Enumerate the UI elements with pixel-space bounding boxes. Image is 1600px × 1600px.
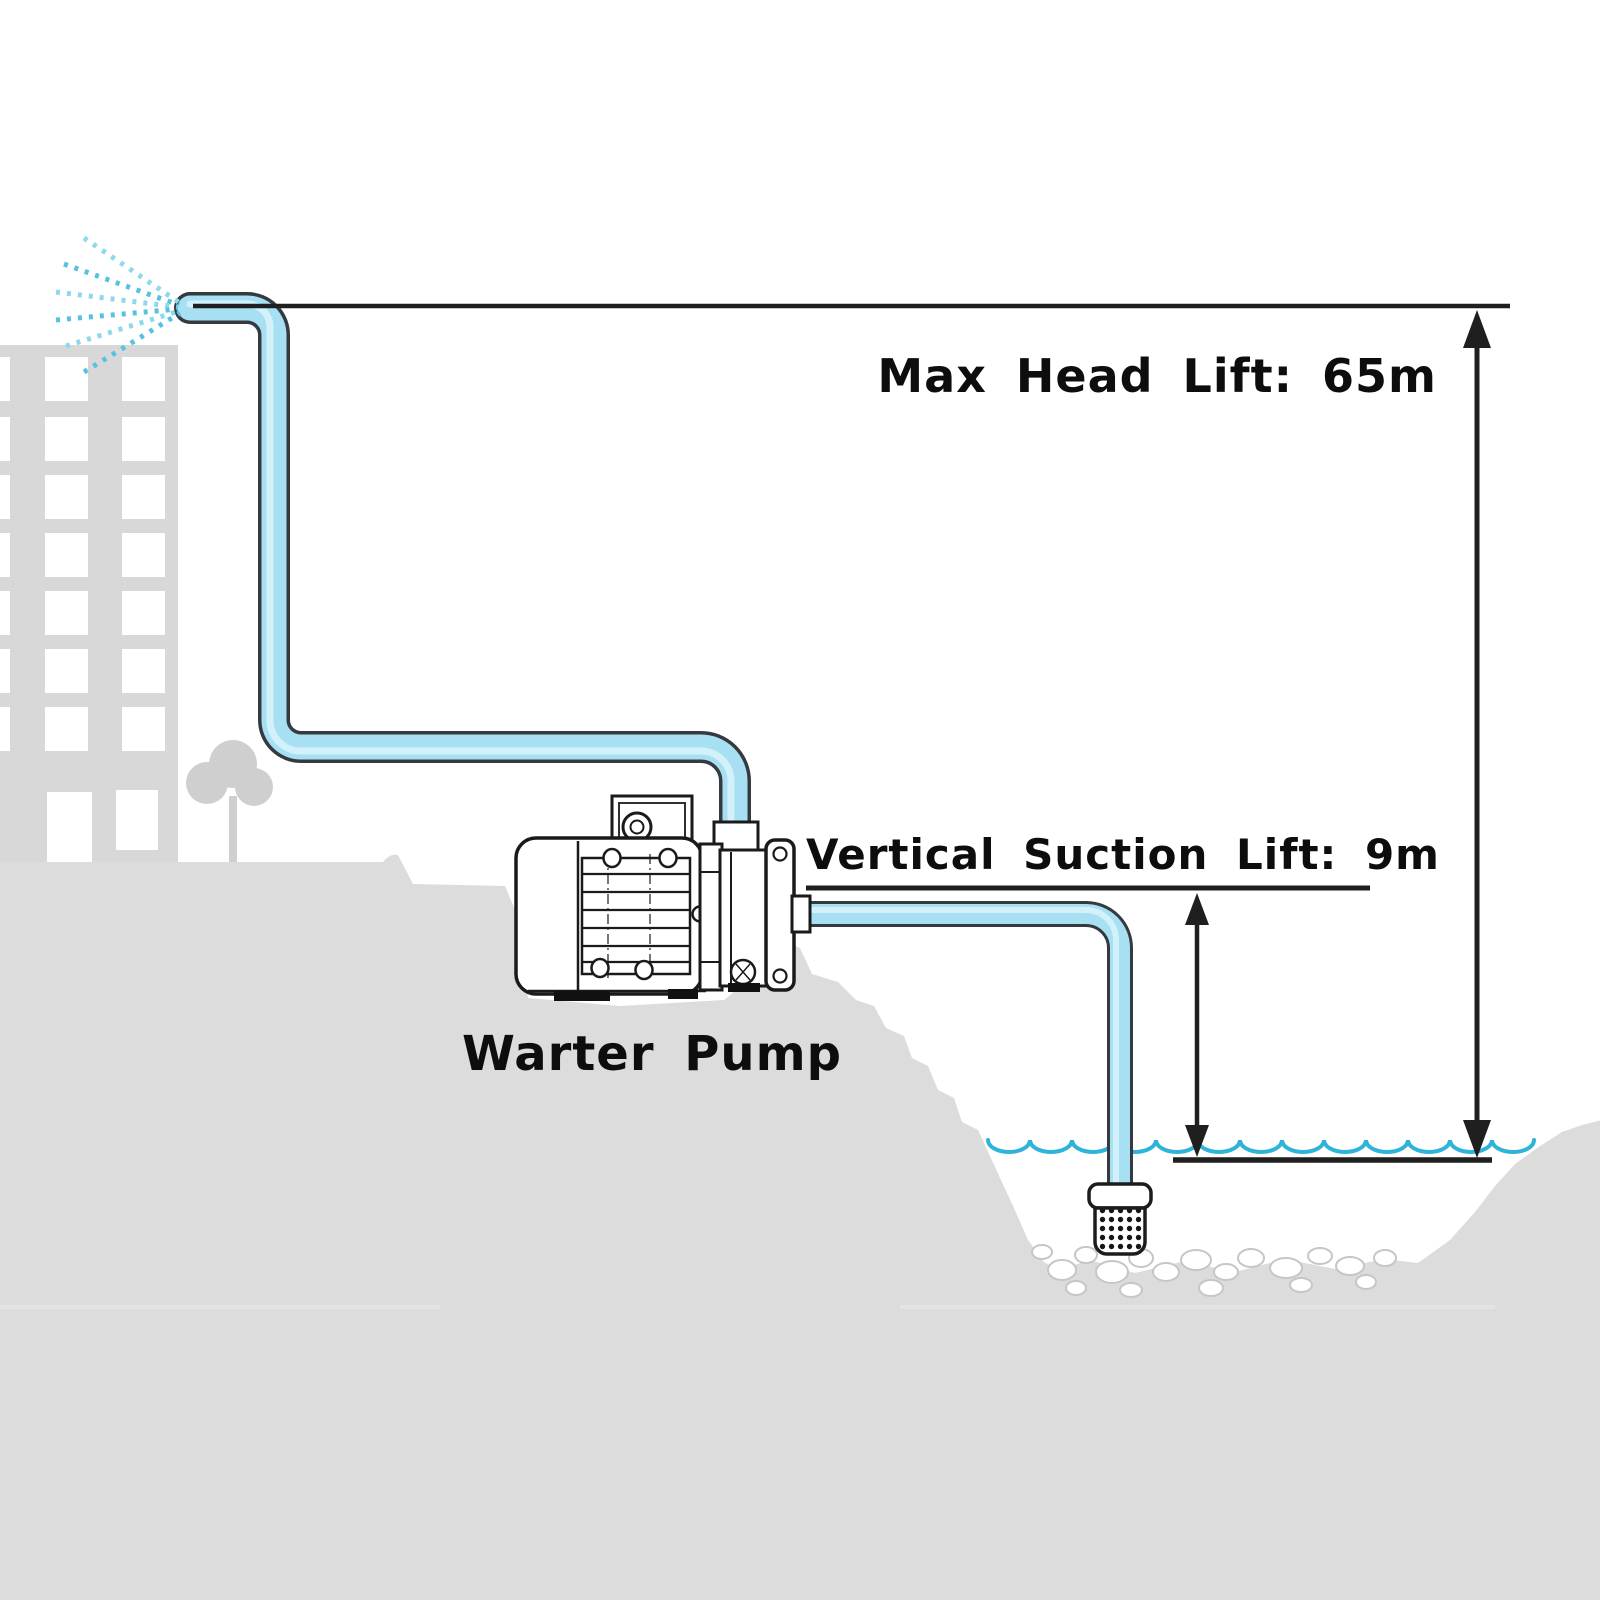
max-head-arrow <box>1463 310 1491 1158</box>
building-window <box>0 533 10 577</box>
building-window <box>45 707 88 751</box>
suction-lift-dimension <box>806 885 1370 1157</box>
building-window <box>122 475 165 519</box>
building-window <box>122 649 165 693</box>
tree-icon <box>186 740 273 864</box>
delivery-pipe <box>174 292 751 858</box>
building-window <box>0 649 10 693</box>
building-window <box>122 591 165 635</box>
building-window <box>122 417 165 461</box>
building-window <box>0 357 10 401</box>
building-window <box>0 475 10 519</box>
spray-icon <box>55 235 182 375</box>
max-head-lift-label: Max Head Lift: 65m <box>877 349 1437 403</box>
building-window <box>45 475 88 519</box>
building-window <box>45 533 88 577</box>
building-windows <box>0 357 165 866</box>
suction-pipe <box>798 901 1133 1198</box>
strainer-icon <box>1087 1182 1153 1256</box>
water-waves <box>986 1138 1536 1154</box>
building-silhouette <box>0 345 178 866</box>
building-window <box>45 357 88 401</box>
building-window <box>122 533 165 577</box>
building-window <box>0 707 10 751</box>
terrain <box>0 854 1600 1600</box>
max-head-dimension <box>193 303 1510 1163</box>
building-window <box>122 357 165 401</box>
building-window <box>0 417 10 461</box>
water-pump-illustration <box>514 794 812 1001</box>
building-door <box>116 790 158 850</box>
vertical-suction-lift-label: Vertical Suction Lift: 9m <box>806 830 1440 879</box>
building-door <box>47 792 92 866</box>
building-window <box>45 649 88 693</box>
building-window <box>0 591 10 635</box>
pump-caption-label: Warter Pump <box>462 1026 842 1082</box>
building-window <box>45 417 88 461</box>
pebbles <box>1031 1244 1397 1298</box>
building-window <box>122 707 165 751</box>
terrain-shape <box>0 854 1600 1600</box>
building-window <box>45 591 88 635</box>
suction-lift-arrow <box>1185 893 1209 1157</box>
